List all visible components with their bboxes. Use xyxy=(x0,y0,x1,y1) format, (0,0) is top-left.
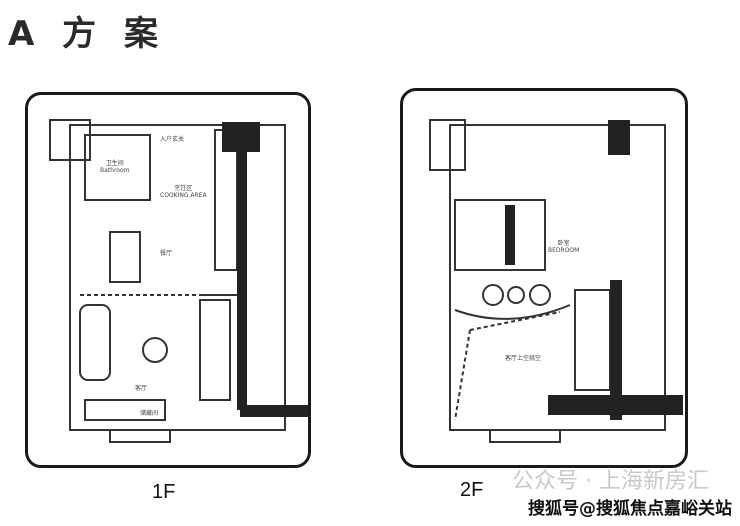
2f-headboard xyxy=(505,205,515,265)
room-label: 烹饪区 xyxy=(174,185,193,192)
2f-bed xyxy=(454,199,546,271)
2f-window xyxy=(489,429,561,443)
2f-side-table xyxy=(507,286,525,304)
1f-bathroom-walls xyxy=(84,134,151,201)
1f-structural-wall xyxy=(237,150,247,410)
1f-sofa xyxy=(79,304,111,381)
room-living: 客厅 xyxy=(135,385,148,392)
room-label: Bathroom xyxy=(100,167,130,174)
2f-balcony-curve xyxy=(454,304,571,320)
wechat-watermark: 公众号 · 上海新房汇 xyxy=(512,469,709,494)
room-dining: 餐厅 xyxy=(160,250,173,257)
floor-label-2f: 2F xyxy=(460,479,484,501)
floor-plan-2f xyxy=(400,88,688,468)
1f-dining-table xyxy=(109,231,141,283)
1f-window xyxy=(109,429,171,443)
room-label: COOKING AREA xyxy=(160,192,207,199)
room-label: BEDROOM xyxy=(548,247,580,254)
floor-label-1f: 1F xyxy=(152,481,176,503)
room-storage: 储藏间 xyxy=(140,410,159,417)
2f-armchair xyxy=(529,284,551,306)
page-title: A 方 案 xyxy=(8,14,166,54)
room-label: 卫生间 xyxy=(105,160,124,167)
2f-armchair xyxy=(482,284,504,306)
room-void: 客厅上空挑空 xyxy=(505,355,542,362)
1f-structural-wall xyxy=(240,405,308,417)
1f-outer-wall xyxy=(69,124,286,431)
2f-void-outline xyxy=(454,311,561,421)
1f-structural-column xyxy=(222,122,260,152)
1f-cabinet xyxy=(84,399,166,421)
2f-structural-wall xyxy=(610,280,622,420)
2f-structural-wall xyxy=(548,395,683,415)
2f-closet xyxy=(429,119,466,171)
1f-stairs xyxy=(199,299,231,401)
room-label: 卧室 xyxy=(557,240,570,247)
2f-structural-column xyxy=(608,120,630,155)
sohu-watermark: 搜狐号@搜狐焦点嘉峪关站 xyxy=(528,499,732,519)
1f-coffee-table xyxy=(142,337,168,363)
1f-closet xyxy=(49,119,91,161)
room-entry: 入户玄关 xyxy=(160,136,185,143)
